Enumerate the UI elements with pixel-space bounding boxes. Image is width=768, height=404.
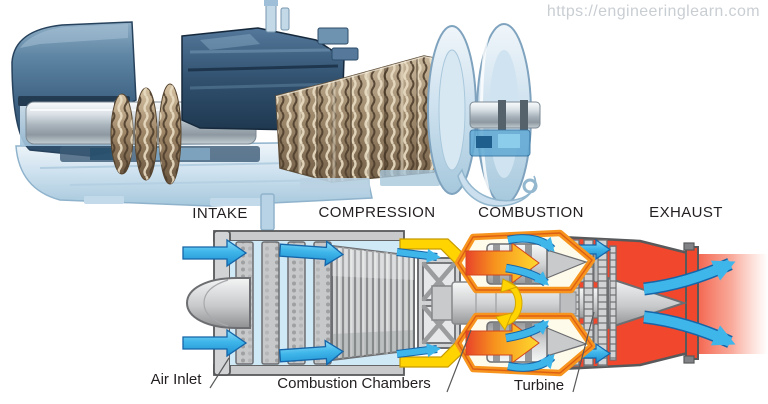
jet-engine-schematic [182,228,768,393]
watermark-url: https://engineeringlearn.com [546,3,760,20]
exhaust-flow-arrows [643,258,736,348]
callout-air-inlet: Air Inlet [150,371,202,388]
section-label-compression: COMPRESSION [318,204,436,221]
section-label-intake: INTAKE [192,205,248,222]
gas-turbine-3d-figure [11,0,541,231]
leader-lines [209,311,595,393]
shaft-rotation-arrow [495,278,523,332]
exhaust-diffuser-3d [427,23,541,207]
air-intake-arrows [182,238,345,366]
section-label-exhaust: EXHAUST [649,204,723,221]
section-label-combustion: COMBUSTION [478,204,584,221]
combustion-chamber-top [458,233,592,290]
compressor-wheels-3d [110,83,182,185]
casing-bracket-3d [260,193,275,231]
combustion-chamber-bottom [458,316,592,373]
nose-cone [185,277,251,329]
callout-combustion-chambers: Combustion Chambers [277,375,431,392]
callout-turbine: Turbine [513,377,565,394]
compressor-drum [331,244,415,362]
